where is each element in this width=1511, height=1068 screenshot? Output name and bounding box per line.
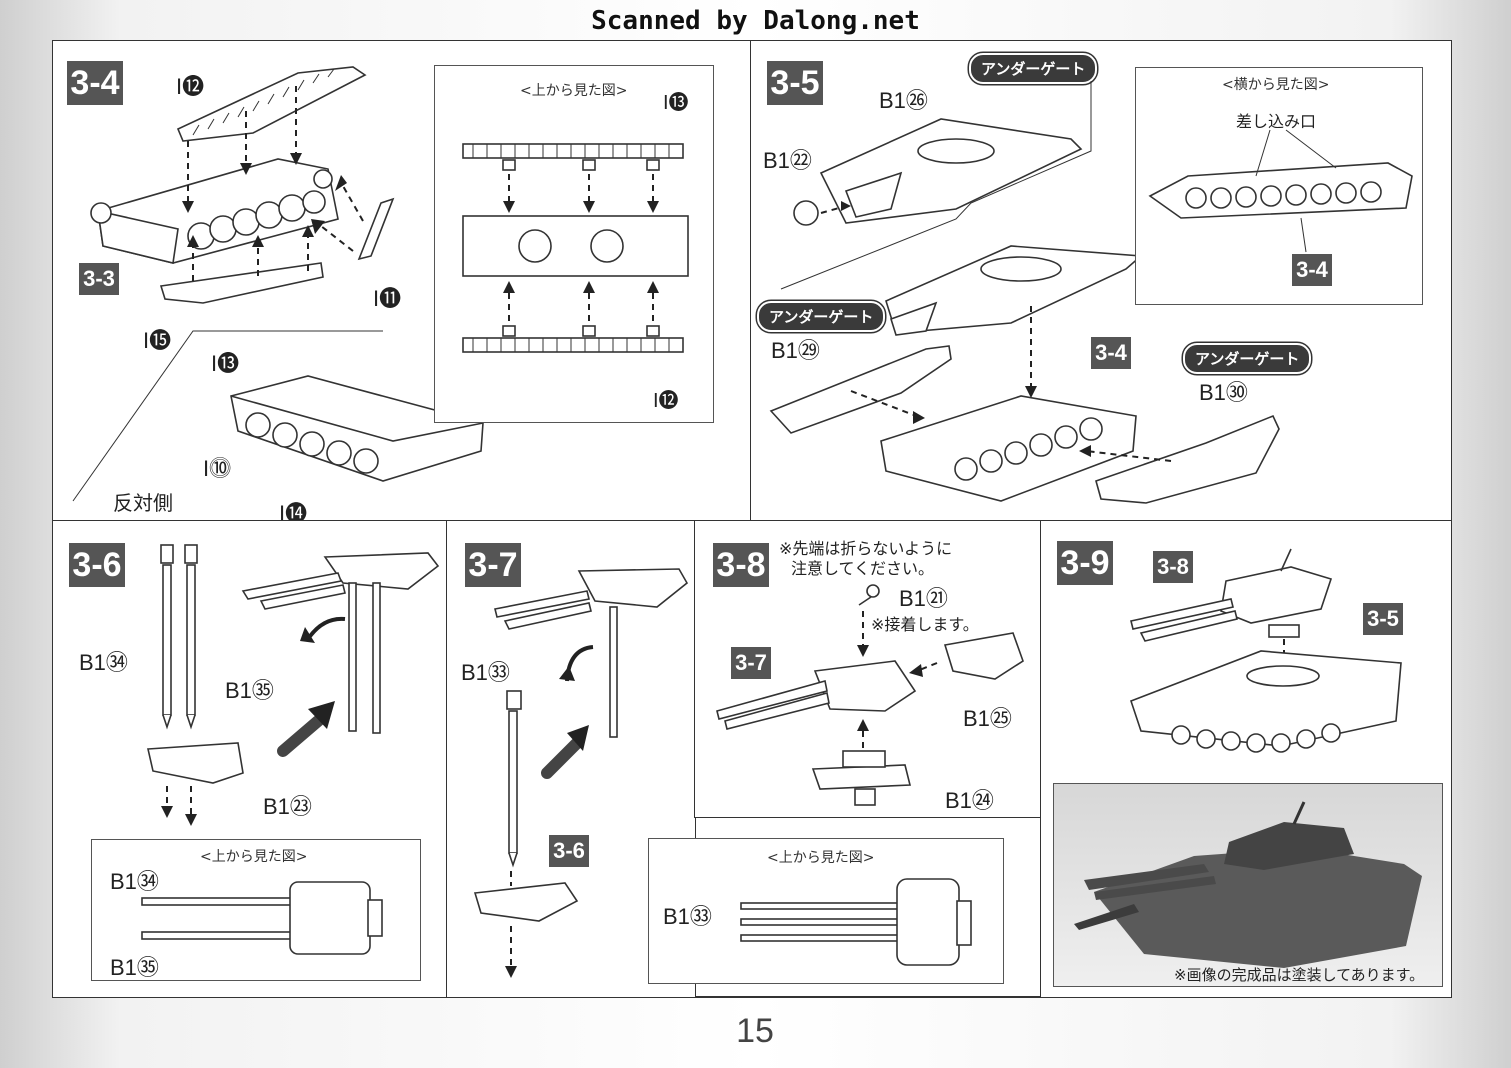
sub-step-badge: 3-3 <box>79 263 119 295</box>
part-label-b35: B1㉟ <box>110 955 159 980</box>
part-label-i13: I⓭ <box>663 92 689 114</box>
sub-step-badge: 3-6 <box>549 835 589 867</box>
sub-step-badge: 3-8 <box>1153 551 1193 583</box>
opposite-side-label: 反対側 <box>113 493 173 515</box>
step-badge: 3-7 <box>465 543 521 587</box>
tank-photo-silhouette <box>1074 801 1422 968</box>
sub-step-badge: 3-4 <box>1091 337 1131 369</box>
sub-step-badge: 3-7 <box>731 647 771 679</box>
step-badge: 3-9 <box>1057 541 1113 585</box>
part-label-i10: I⓾ <box>203 456 232 481</box>
side-view-inset-3-5: <横から見た図> 差し込み口 3-4 <box>1135 67 1423 305</box>
inset-title: <上から見た図> <box>767 850 875 866</box>
part-label-i15: I⓯ <box>143 328 172 353</box>
under-gate-tag: アンダーゲート <box>1183 343 1312 374</box>
under-gate-tag: アンダーゲート <box>757 301 886 332</box>
turret-assembly-drawing <box>716 584 1024 806</box>
turret-hull-assembly-drawing <box>769 81 1280 504</box>
side-view-hull-drawing <box>1148 129 1413 253</box>
part-label-b35: B1㉟ <box>225 678 274 703</box>
part-label-i12: I⓬ <box>653 390 679 412</box>
part-label-b34: B1㉞ <box>79 650 128 675</box>
part-label-b30: B1㉚ <box>1199 380 1248 405</box>
final-assembly-drawing <box>1129 548 1402 753</box>
part-label-b26: B1㉖ <box>879 88 928 113</box>
scan-credit: Scanned by Dalong.net <box>591 6 920 36</box>
step-badge: 3-6 <box>69 543 125 587</box>
part-label-i11: I⓫ <box>373 286 402 311</box>
step-3-5-panel: 3-5 アンダーゲート B1㉖ B1㉒ アンダーゲート B1㉙ 3-4 アンダー… <box>750 40 1452 522</box>
tank-lower-hull-drawing <box>72 66 484 502</box>
part-label-i13: I⓭ <box>211 351 240 376</box>
third-barrel-assembly-drawing <box>473 568 689 978</box>
glue-note: ※接着します。 <box>871 615 979 634</box>
part-label-b25: B1㉕ <box>963 706 1012 731</box>
painted-sample-note: ※画像の完成品は塗装してあります。 <box>1174 966 1425 984</box>
finished-model-photo: ※画像の完成品は塗装してあります。 <box>1053 783 1443 987</box>
top-view-hull-drawing <box>462 143 689 353</box>
top-view-inset-3-4: <上から見た図> I⓭ I⓬ <box>434 65 714 423</box>
insertion-slot-label: 差し込み口 <box>1236 112 1317 131</box>
step-badge: 3-5 <box>767 61 823 105</box>
top-view-inset-3-8: <上から見た図> B1㉝ <box>648 838 1004 984</box>
top-view-inset-3-6: <上から見た図> B1㉞ B1㉟ <box>91 839 421 981</box>
inset-title: <上から見た図> <box>200 849 308 865</box>
part-label-b29: B1㉙ <box>771 338 820 363</box>
step-badge: 3-8 <box>713 543 769 587</box>
part-label-b33: B1㉝ <box>663 904 712 929</box>
sub-step-badge: 3-5 <box>1363 603 1403 635</box>
step-3-6-panel: 3-6 B1㉞ B1㉟ B1㉓ <上から見た図> B1㉞ B1㉟ <box>52 520 448 998</box>
top-view-triple-barrels-drawing <box>740 878 972 966</box>
sub-step-badge: 3-4 <box>1292 254 1332 286</box>
part-label-b33: B1㉝ <box>461 660 510 685</box>
step-3-8-panel: 3-8 ※先端は折らないように 注意してください。 B1㉑ ※接着します。 3-… <box>694 520 1042 818</box>
part-label-b34: B1㉞ <box>110 869 159 894</box>
gun-barrel-assembly-drawing <box>147 544 440 826</box>
part-label-b22: B1㉒ <box>763 148 812 173</box>
under-gate-tag: アンダーゲート <box>969 53 1098 84</box>
part-label-b23: B1㉓ <box>263 794 312 819</box>
caution-note-line-1: ※先端は折らないように <box>779 539 953 558</box>
caution-note-line-2: 注意してください。 <box>791 559 935 578</box>
top-view-barrels-drawing <box>141 881 383 955</box>
step-3-4-panel: 3-4 3-3 I⓬ I⓫ I⓯ I⓭ I⓾ I⓮ 反対側 <box>52 40 752 526</box>
step-3-9-panel: 3-9 3-8 3-5 ※画像の完成品は塗装してあります。 <box>1040 520 1452 998</box>
inset-title: <上から見た図> <box>520 83 628 99</box>
part-label-b21: B1㉑ <box>899 586 948 611</box>
step-badge: 3-4 <box>67 61 123 105</box>
inset-title: <横から見た図> <box>1222 77 1330 93</box>
page-number: 15 <box>736 1012 774 1050</box>
part-label-i12: I⓬ <box>176 74 205 99</box>
part-label-b24: B1㉔ <box>945 788 994 813</box>
